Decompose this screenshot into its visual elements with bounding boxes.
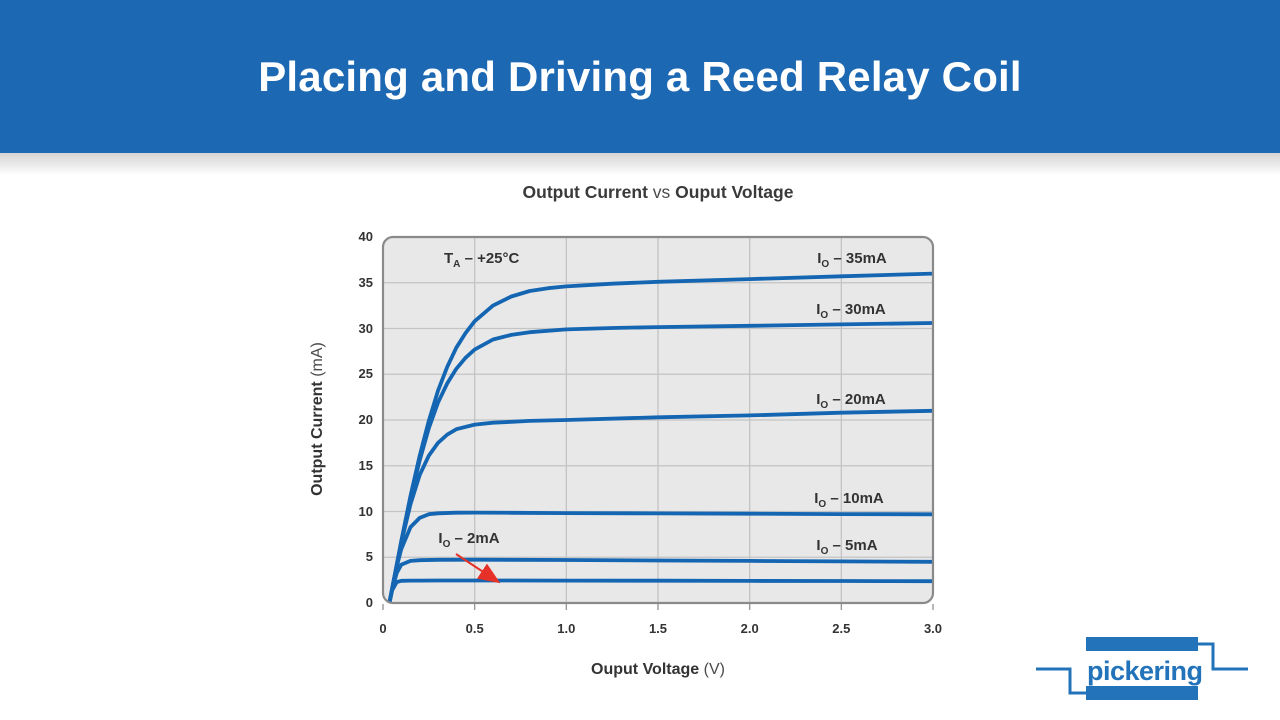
series-line-IO-20mA	[387, 408, 933, 603]
chart-title-vs: vs	[647, 182, 676, 202]
y-tick-label-10: 10	[358, 503, 373, 519]
series-line-IO-5mA	[387, 557, 933, 603]
logo-top-bar	[1086, 637, 1198, 651]
logo-bottom-bar	[1086, 686, 1198, 700]
gridlines	[383, 237, 933, 603]
y-tick-label-15: 15	[358, 457, 373, 473]
series-label-IO-30mA: IO – 30mA	[816, 301, 886, 321]
output-chart	[381, 235, 935, 610]
series-label-IO-10mA: IO – 10mA	[814, 490, 884, 510]
slide-title: Placing and Driving a Reed Relay Coil	[258, 52, 1022, 100]
header-banner: Placing and Driving a Reed Relay Coil	[0, 0, 1280, 153]
y-axis-label-unit: (mA)	[309, 342, 326, 382]
chart-title: Output Current vs Ouput Voltage	[383, 182, 933, 203]
series-label-IO-20mA: IO – 20mA	[816, 391, 886, 411]
annotation-text: – +25°C	[460, 250, 520, 267]
x-axis-label: Ouput Voltage (V)	[383, 661, 933, 679]
series-label-IO-5mA: IO – 5mA	[816, 537, 878, 557]
series-line-IO-2mA	[387, 578, 933, 603]
y-tick-label-25: 25	[358, 366, 373, 382]
logo-right-lead	[1198, 642, 1248, 671]
y-tick-label-5: 5	[365, 549, 373, 565]
logo-text: pickering	[1087, 656, 1203, 686]
temperature-annotation: TA – +25°C	[444, 250, 519, 270]
x-tick-label-0.5: 0.5	[465, 621, 484, 636]
x-tick-label-2.5: 2.5	[832, 621, 851, 636]
chart-title-part1: Output Current	[522, 182, 648, 202]
plot-border	[381, 235, 935, 605]
pickering-logo: pickering	[1036, 637, 1248, 700]
x-tick-label-2.0: 2.0	[740, 621, 759, 636]
y-axis-label-text: Output Current	[309, 381, 326, 496]
x-tick-label-0: 0	[379, 621, 387, 636]
series-line-IO-10mA	[387, 510, 933, 603]
y-axis-label: Output Current (mA)	[309, 269, 327, 569]
y-tick-label-0: 0	[365, 595, 373, 610]
arrow-line	[455, 553, 501, 584]
x-tick-label-3.0: 3.0	[923, 621, 943, 636]
series-label-IO-35mA: IO – 35mA	[817, 250, 887, 270]
annotation-subscript: A	[453, 259, 461, 270]
x-tick-marks	[382, 604, 934, 610]
logo-left-lead	[1036, 667, 1086, 695]
annotation-arrow	[455, 553, 501, 584]
series-curves	[387, 271, 933, 603]
y-tick-label-35: 35	[358, 274, 373, 290]
chart-title-part2: Ouput Voltage	[675, 182, 794, 202]
x-axis-label-text: Ouput Voltage	[591, 661, 700, 678]
header-shadow	[0, 153, 1280, 175]
series-label-IO-2mA: IO – 2mA	[438, 530, 500, 550]
x-axis-label-unit: (V)	[699, 661, 725, 678]
annotation-symbol: T	[444, 250, 454, 267]
x-tick-label-1.0: 1.0	[557, 621, 576, 636]
x-tick-label-1.5: 1.5	[648, 621, 668, 636]
y-tick-label-30: 30	[358, 320, 373, 336]
y-tick-label-40: 40	[358, 229, 373, 244]
y-tick-label-20: 20	[358, 412, 373, 427]
